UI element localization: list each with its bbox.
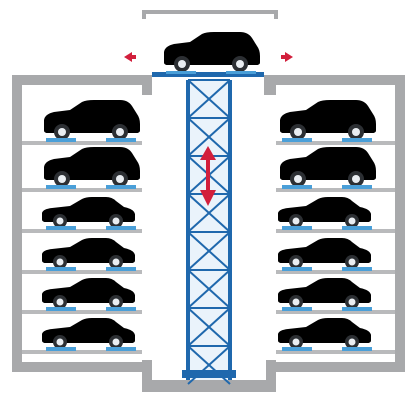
right-bay-shelves: [276, 141, 395, 354]
left-bay-shelves: [22, 141, 142, 354]
arrow-right-icon: [281, 52, 293, 62]
left-bay-cars: [42, 100, 140, 351]
right-bay-cars: [278, 100, 376, 351]
arrow-left-icon: [124, 52, 136, 62]
lift-tower: [182, 79, 236, 385]
lift-car: [164, 32, 260, 74]
lift-top-frame: [142, 10, 278, 77]
suv-car-icon: [164, 32, 260, 72]
arrow-updown-icon: [200, 146, 216, 206]
